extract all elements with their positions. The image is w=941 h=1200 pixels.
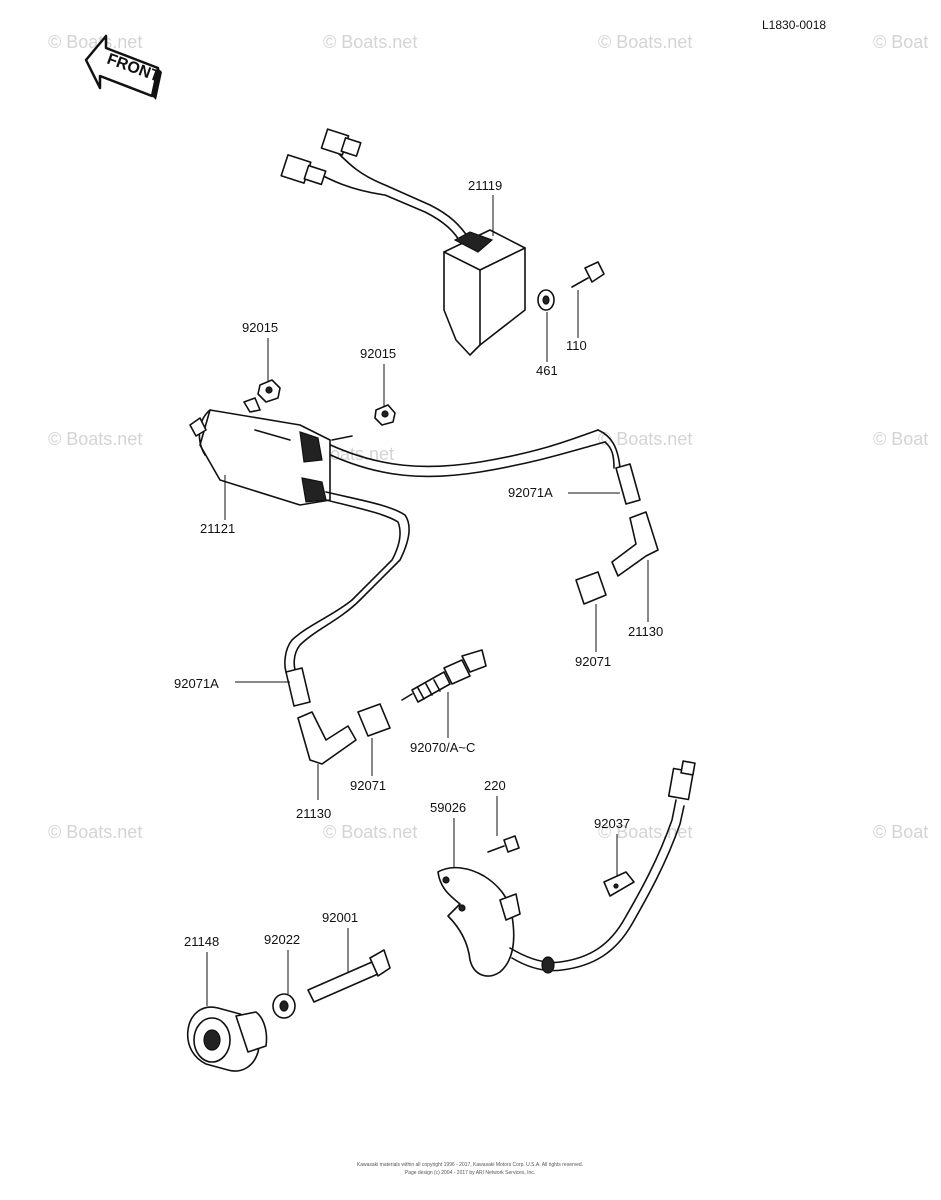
part-number-21130: 21130	[296, 806, 331, 821]
igniter-21119: 21119	[280, 128, 526, 356]
watermark: © Boats.net	[323, 822, 417, 842]
seal-92071-left: 92071	[350, 703, 391, 793]
plug-cap-92071A-left: 92071A	[174, 667, 311, 707]
washer-92022: 92022	[264, 932, 300, 1019]
bolt-92001: 92001	[307, 910, 391, 1003]
watermark: © Boats.net	[598, 32, 692, 52]
part-number-92071: 92071	[350, 778, 386, 793]
part-number-92037: 92037	[594, 816, 630, 831]
plug-cap-21130-left: 21130	[296, 711, 357, 821]
part-number-92070: 92070/A~C	[410, 740, 475, 755]
part-number-21130: 21130	[628, 624, 663, 639]
spark-plug-92070: 92070/A~C	[401, 649, 487, 755]
document-id: L1830-0018	[762, 18, 826, 32]
part-number-220: 220	[484, 778, 506, 793]
watermark-partial: oats.net	[330, 444, 394, 464]
plug-cap-21130-right: 21130	[611, 511, 663, 639]
part-number-92015: 92015	[360, 346, 396, 361]
plug-cap-92071A-right: 92071A	[508, 463, 641, 505]
watermark-partial: © Boat	[873, 429, 928, 449]
clamp-92037: 92037	[594, 816, 635, 897]
part-number-21148: 21148	[184, 934, 219, 949]
part-number-461: 461	[536, 363, 558, 378]
watermark: © Boats.net	[48, 429, 142, 449]
copyright-line-1: Kawasaki materials within all copyright …	[357, 1162, 583, 1168]
bolt-110: 110	[566, 261, 605, 353]
watermark: © Boats.net	[598, 429, 692, 449]
watermark: © Boats.net	[48, 822, 142, 842]
seal-92071-right: 92071	[575, 571, 611, 669]
part-number-92001: 92001	[322, 910, 358, 925]
part-number-110: 110	[566, 338, 587, 353]
part-number-92022: 92022	[264, 932, 300, 947]
timing-rotor-21148: 21148	[184, 934, 268, 1072]
watermark: © Boats.net	[323, 32, 417, 52]
watermarks: © Boats.net © Boats.net © Boats.net © Bo…	[48, 32, 928, 842]
nut-92015-right: 92015	[360, 346, 396, 426]
watermark: © Boats.net	[48, 32, 142, 52]
screw-220: 220	[484, 778, 520, 853]
part-number-21119: 21119	[468, 178, 502, 193]
watermark-partial: © Boat	[873, 32, 928, 52]
watermark-partial: © Boat	[873, 822, 928, 842]
pickup-coil-59026: 59026	[430, 760, 696, 977]
part-number-21121: 21121	[200, 521, 235, 536]
part-number-92071A: 92071A	[174, 676, 219, 691]
part-number-59026: 59026	[430, 800, 466, 815]
part-number-92071: 92071	[575, 654, 611, 669]
ignition-coil-21121: 21121	[189, 397, 621, 673]
part-number-92071A: 92071A	[508, 485, 553, 500]
washer-461: 461	[536, 289, 558, 378]
nut-92015-left: 92015	[242, 320, 281, 403]
part-number-92015: 92015	[242, 320, 278, 335]
copyright-line-2: Page design (c) 2004 - 2017 by ARI Netwo…	[405, 1170, 535, 1176]
